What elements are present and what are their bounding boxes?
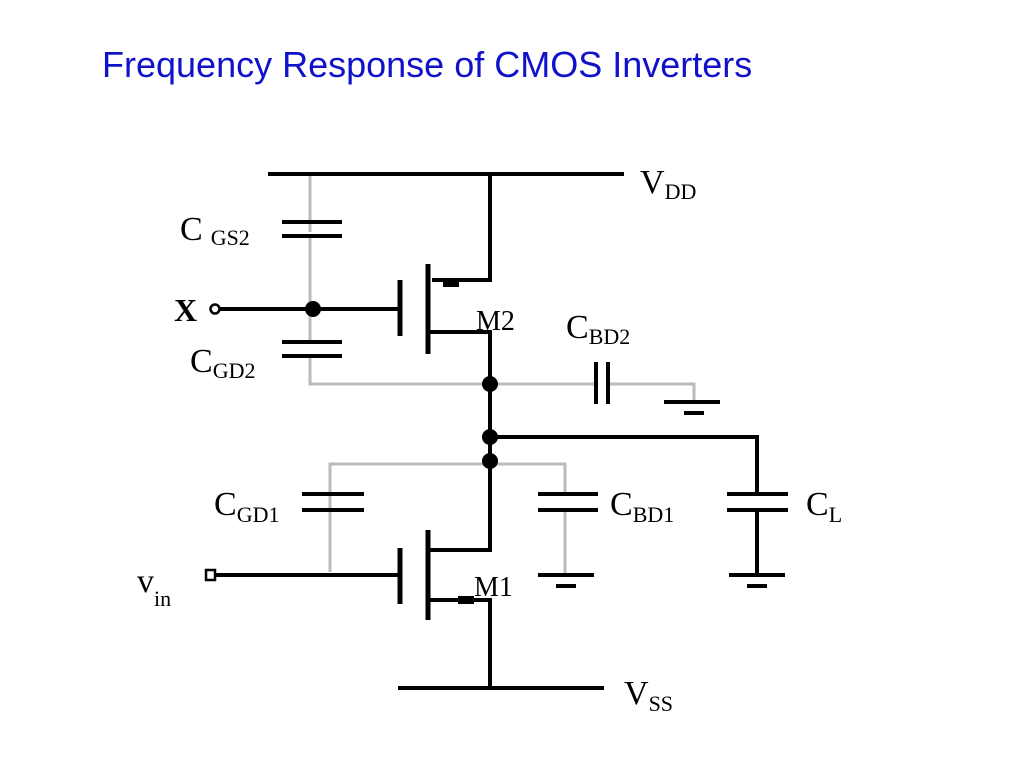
capacitor-plates xyxy=(282,220,788,512)
parasitic-wiring xyxy=(308,174,696,575)
cbd2-right-wire xyxy=(608,382,696,402)
vdd-label: VDD xyxy=(640,164,696,204)
terminals xyxy=(204,303,221,582)
junction-dot xyxy=(482,429,498,445)
ground-icon xyxy=(664,400,720,415)
junction-dot xyxy=(305,301,321,317)
x-node-label: X xyxy=(174,292,197,328)
vin-label: vin xyxy=(137,563,171,611)
cgd2-drain-wire xyxy=(308,356,490,386)
cgd1-label: CGD1 xyxy=(214,486,279,527)
x-terminal xyxy=(209,303,221,315)
slide-title: Frequency Response of CMOS Inverters xyxy=(102,44,753,85)
vss-label: VSS xyxy=(624,675,673,716)
ground-icon xyxy=(729,573,785,588)
cl-label: CL xyxy=(806,486,842,527)
m1-source-wire xyxy=(428,598,492,688)
transistor-m1 xyxy=(397,530,474,620)
junction-dot xyxy=(482,453,498,469)
vin-terminal xyxy=(204,568,217,582)
m2-label: M2 xyxy=(476,306,515,337)
junction-dots xyxy=(305,301,498,469)
cgd1-cbd1-wire xyxy=(328,462,567,572)
m1-source-arrow xyxy=(458,596,474,604)
cbd1-label: CBD1 xyxy=(610,486,674,527)
ground-icon xyxy=(538,573,594,588)
cgs2-capacitor xyxy=(282,220,342,238)
ground-symbols xyxy=(538,400,785,588)
cbd2-label: CBD2 xyxy=(566,309,630,349)
cgd1-capacitor xyxy=(302,492,364,512)
cl-wire xyxy=(490,435,759,492)
cl-capacitor xyxy=(727,492,788,512)
junction-dot xyxy=(482,376,498,392)
m1-label: M1 xyxy=(474,572,513,603)
output-node-wire xyxy=(428,330,492,552)
m2-source-arrow xyxy=(443,280,459,287)
transistor-m2 xyxy=(397,264,459,354)
cbd1-capacitor xyxy=(538,492,598,512)
cgd2-label: CGD2 xyxy=(190,343,255,383)
cgd2-capacitor xyxy=(282,340,342,358)
cbd2-capacitor xyxy=(594,362,610,404)
m2-source-wire xyxy=(432,174,492,282)
